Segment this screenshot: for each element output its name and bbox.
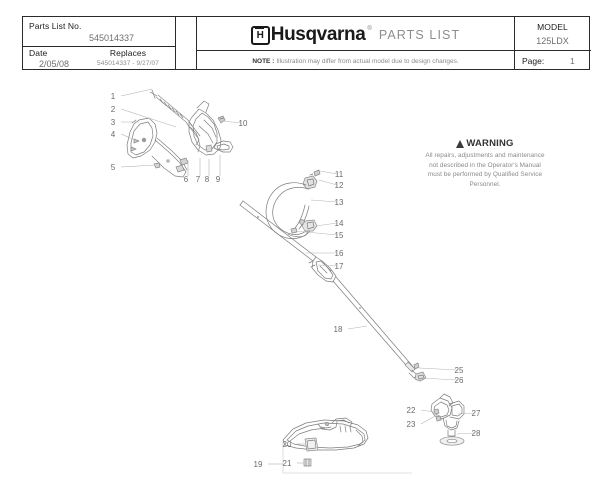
note-row: NOTE : Illustration may differ from actu… [197,52,514,70]
callout-number-5: 5 [111,163,116,172]
model-label: MODEL [537,22,568,32]
callout-leader-1 [120,88,153,97]
callout-leader-12 [318,179,338,186]
callout-number-23: 23 [407,420,416,429]
callout-number-8: 8 [205,175,210,184]
callout-number-27: 27 [472,409,481,418]
page-value: 1 [570,56,575,66]
model-value: 125LDX [536,36,569,46]
callout-number-18: 18 [334,325,343,334]
callout-number-2: 2 [111,105,116,114]
header-divider-3 [514,17,515,69]
callout-leader-26 [420,377,458,381]
callout-leader-17 [317,264,338,267]
callout-number-7: 7 [196,175,201,184]
callout-number-25: 25 [455,366,464,375]
header-row-divider-mid [196,50,514,51]
callout-number-15: 15 [335,231,344,240]
replaces-value: 545014337 - 9/27/07 [97,60,159,67]
header-divider-2 [196,17,197,69]
callout-leader-2 [120,108,177,128]
callout-leader-25 [418,367,458,371]
callout-leader-14 [315,222,338,227]
warning-triangle-icon [456,139,465,148]
callout-number-6: 6 [184,175,189,184]
callout-number-1: 1 [111,92,116,101]
note-text: Illustration may differ from actual mode… [276,57,459,65]
callout-number-4: 4 [111,130,116,139]
callout-leader-28 [456,432,475,435]
callout-leader-15 [295,230,338,236]
warning-block: WARNING All repairs, adjustments and mai… [425,138,545,190]
callout-number-17: 17 [335,262,344,271]
callout-number-11: 11 [335,170,344,179]
warning-heading-text: WARNING [466,138,514,149]
date-label: Date [29,48,48,58]
callout-number-10: 10 [239,119,248,128]
callout-number-19: 19 [254,460,263,469]
callout-leader-27 [457,412,475,415]
parts-list-no-value: 545014337 [89,33,135,43]
callout-leader-23 [420,414,438,425]
husqvarna-crown-icon: H [250,26,270,45]
warning-heading: WARNING [425,138,545,149]
callout-leader-11 [319,170,338,175]
callout-number-21: 21 [283,459,292,468]
callout-number-14: 14 [335,219,344,228]
header-row-divider-right [514,50,591,51]
warning-body-text: All repairs, adjustments and maintenance… [425,152,545,189]
callout-number-28: 28 [472,429,481,438]
callout-leader-13 [310,199,338,203]
callout-leader-18 [347,325,368,330]
model-block: MODEL 125LDX Page: 1 [514,17,591,70]
registered-trademark-icon: ® [367,25,372,32]
callout-number-13: 13 [335,198,344,207]
callout-leader-4 [120,133,136,141]
header-table: Parts List No. 545014337 Date 2/05/08 Re… [22,16,591,70]
parts-list-no-label: Parts List No. [29,21,82,31]
header-divider-1 [175,17,176,69]
brand-name: Husqvarna [270,23,366,45]
note-prefix: NOTE : [252,57,275,65]
document-type: PARTS LIST [378,27,461,42]
callout-number-12: 12 [335,181,344,190]
callout-number-20: 20 [283,440,292,449]
callout-number-3: 3 [111,118,116,127]
callout-leader-5 [120,164,156,168]
callout-leader-22 [420,409,435,413]
header-row-divider-left [23,46,175,47]
replaces-label: Replaces [109,48,147,58]
callout-number-16: 16 [335,249,344,258]
page-label: Page: [522,56,545,66]
callout-number-9: 9 [216,175,221,184]
callout-leader-10 [221,120,242,124]
callout-number-26: 26 [455,376,464,385]
brand-title-block: H Husqvarna ® PARTS LIST [197,18,514,51]
date-value: 2/05/08 [39,59,70,69]
callout-number-22: 22 [407,406,416,415]
